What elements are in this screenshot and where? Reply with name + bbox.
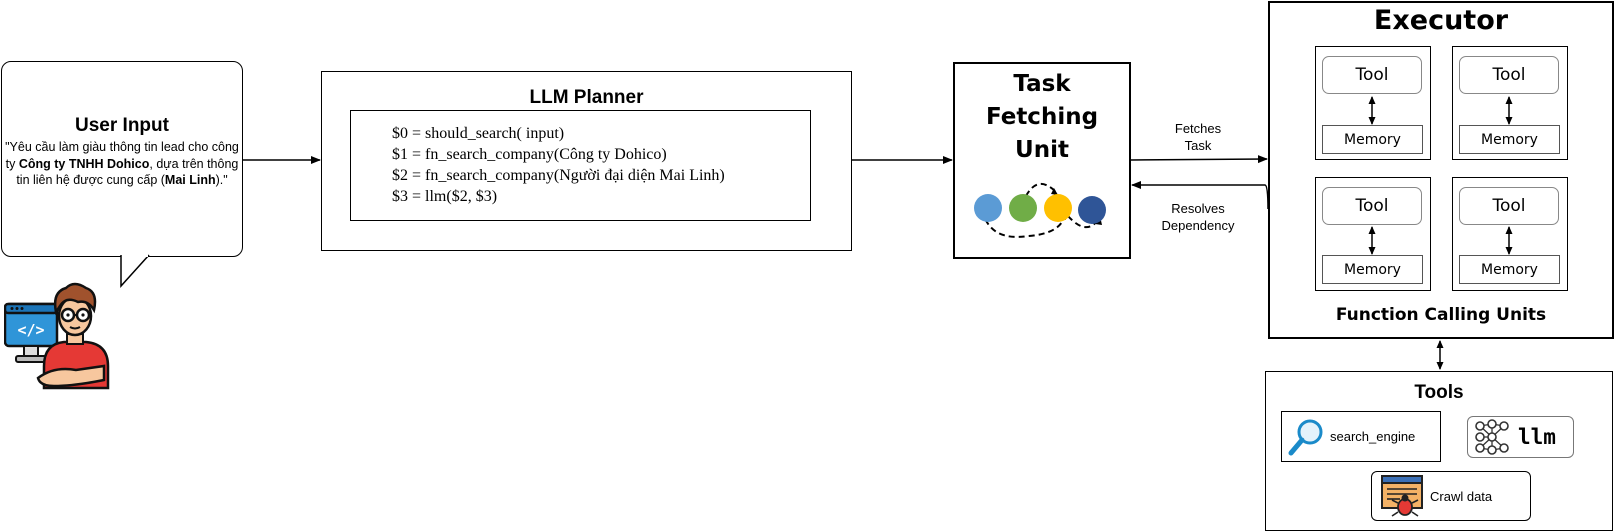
function-calling-unit xyxy=(1452,177,1568,291)
svg-text:</>: </> xyxy=(17,321,44,339)
crawl-data-label: Crawl data xyxy=(1430,488,1493,504)
tool-box: Tool xyxy=(1459,56,1559,94)
tfu-title-line: Task xyxy=(1013,71,1071,97)
crawler-bug-icon xyxy=(1381,475,1423,517)
developer-avatar-icon: </> xyxy=(4,282,110,390)
graph-node xyxy=(1009,194,1037,222)
search-engine-tool: search_engine xyxy=(1281,411,1441,462)
executor-box xyxy=(1268,1,1614,339)
arrow-fetches-task xyxy=(1130,155,1268,164)
edge-label-line: Task xyxy=(1184,138,1212,153)
memory-box: Memory xyxy=(1459,255,1560,284)
user-input-text-part: , dựa trên thông tin liên hệ được cung c… xyxy=(16,156,239,188)
planner-line: $1 = fn_search_company(Công ty Dohico) xyxy=(392,146,667,163)
user-input-contact: Mai Linh xyxy=(164,173,216,187)
user-input-company: Công ty TNHH Dohico xyxy=(18,156,150,171)
tool-box: Tool xyxy=(1322,56,1422,94)
task-fetching-unit-box xyxy=(953,62,1131,259)
arrow-resolves-dependency xyxy=(1131,181,1269,210)
user-input-title: User Input xyxy=(75,115,169,136)
user-input-text-part: "Yêu cầu làm giàu thông tin lead cho côn… xyxy=(5,140,239,171)
tfu-title-line: Fetching xyxy=(985,104,1099,130)
llm-label: llm xyxy=(1518,425,1556,449)
planner-code-box xyxy=(350,110,811,221)
planner-line: $3 = llm($2, $3) xyxy=(392,188,498,205)
memory-box: Memory xyxy=(1322,125,1423,154)
edge-label-line: Fetches xyxy=(1174,121,1222,136)
graph-node xyxy=(1078,196,1106,224)
function-calling-unit xyxy=(1452,46,1568,160)
user-input-text: "Yêu cầu làm giàu thông tin lead cho côn… xyxy=(4,139,240,189)
llm-planner-box xyxy=(321,71,852,251)
llm-planner-title: LLM Planner xyxy=(529,87,644,108)
bubble-tail xyxy=(120,254,150,288)
user-input-text-part: )." xyxy=(215,173,228,187)
function-calling-unit xyxy=(1315,46,1431,160)
function-calling-unit xyxy=(1315,177,1431,291)
tfu-title-line: Unit xyxy=(1015,137,1069,163)
llm-tool: llm xyxy=(1467,416,1574,458)
executor-title: Executor xyxy=(1373,5,1509,36)
planner-line: $2 = fn_search_company(Người đại diện Ma… xyxy=(392,167,725,184)
edge-label-line: Dependency xyxy=(1161,218,1235,233)
function-calling-units-title: Function Calling Units xyxy=(1335,305,1547,325)
tool-box: Tool xyxy=(1322,187,1422,225)
fetches-task-label: Fetches Task xyxy=(1150,120,1246,154)
resolves-dependency-label: Resolves Dependency xyxy=(1146,200,1250,234)
edge-label-line: Resolves xyxy=(1171,201,1225,216)
memory-box: Memory xyxy=(1322,255,1423,284)
search-engine-label: search_engine xyxy=(1330,429,1416,444)
tool-box: Tool xyxy=(1459,187,1559,225)
task-fetching-unit-title: Task Fetching Unit xyxy=(953,68,1131,167)
crawl-data-tool: Crawl data xyxy=(1371,471,1531,521)
dependency-graph-icon xyxy=(974,183,1106,238)
magnifier-icon xyxy=(1288,419,1323,455)
planner-code-lines: $0 = should_search( input) $1 = fn_searc… xyxy=(392,123,725,207)
memory-box: Memory xyxy=(1459,125,1560,154)
graph-node xyxy=(1044,194,1072,222)
planner-line: $0 = should_search( input) xyxy=(392,125,565,142)
tools-title: Tools xyxy=(1414,382,1464,403)
neural-network-icon xyxy=(1475,419,1509,455)
graph-node xyxy=(974,194,1002,222)
user-input-bubble xyxy=(1,61,243,257)
